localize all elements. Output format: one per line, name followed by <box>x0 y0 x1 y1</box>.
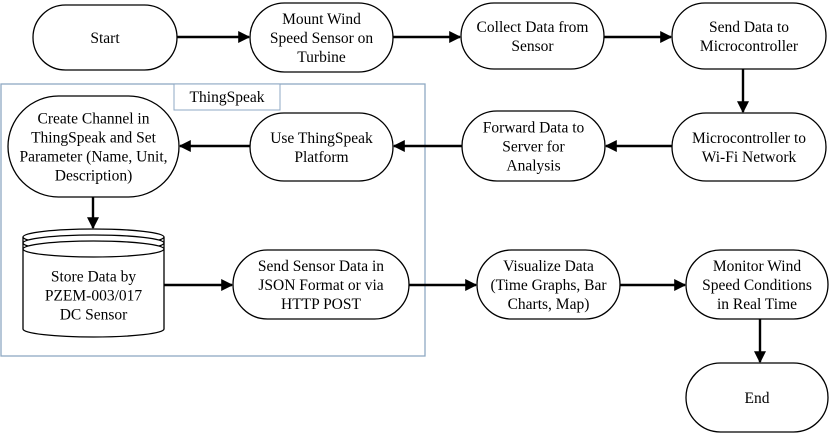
node-channel-label-line: Description) <box>55 168 132 185</box>
node-visualize-label-line: Visualize Data <box>503 258 594 275</box>
node-store-label-line: PZEM-003/017 <box>45 288 143 305</box>
node-collect-label-line: Sensor <box>511 38 554 55</box>
node-send-label-line: Send Data to <box>709 19 789 36</box>
node-mount-shape <box>249 2 394 73</box>
node-wifi-label-line: Microcontroller to <box>692 130 806 147</box>
thingspeak-group-label: ThingSpeak <box>190 89 265 106</box>
node-store: Store Data by PZEM-003/017 DC Sensor <box>22 228 165 338</box>
node-visualize-label-line: Charts, Map) <box>508 296 590 313</box>
node-store-label-line: Store Data by <box>51 269 136 286</box>
node-mount-label-line: Turbine <box>297 49 346 66</box>
node-collect-label-line: Collect Data from <box>477 19 589 36</box>
node-json-label-line: JSON Format or via <box>258 277 383 294</box>
node-end-label-line: End <box>745 390 770 407</box>
node-forward-label-line: Server for <box>502 139 565 156</box>
node-start-shape <box>32 4 178 71</box>
node-collect-shape <box>460 2 605 70</box>
node-store-label-line: DC Sensor <box>60 307 128 324</box>
node-store-cylinder-ring-3 <box>22 240 165 258</box>
node-monitor-label-line: Speed Conditions <box>702 277 812 294</box>
node-json: Send Sensor Data in JSON Format or viaHTT… <box>232 249 410 320</box>
node-json-label-line: Send Sensor Data in <box>258 258 384 275</box>
node-mount-label-line: Speed Sensor on <box>270 30 374 47</box>
edges-layer <box>87 31 766 364</box>
node-start: Start <box>32 4 178 71</box>
node-forward-label-line: Analysis <box>506 158 560 175</box>
node-json-shape <box>232 249 410 320</box>
node-forward-shape <box>461 110 606 182</box>
node-end: End <box>685 362 829 433</box>
node-json-label-line: HTTP POST <box>281 296 361 313</box>
node-wifi: Microcontroller to Wi-Fi Network <box>671 112 827 182</box>
node-send-label-line: Microcontroller <box>700 38 799 55</box>
node-monitor-shape <box>685 249 829 320</box>
node-send: Send Data to Microcontroller <box>671 2 827 70</box>
node-channel-label-line: ThingSpeak and Set <box>31 130 157 147</box>
node-wifi-shape <box>671 112 827 182</box>
node-start-label-line: Start <box>90 30 120 47</box>
node-channel-label-line: Parameter (Name, Unit, <box>19 149 167 166</box>
node-end-shape <box>685 362 829 433</box>
node-platform-label-line: Platform <box>294 149 348 166</box>
node-monitor-label-line: Monitor Wind <box>713 258 801 275</box>
node-channel-label-line: Create Channel in <box>38 111 150 128</box>
node-forward-label-line: Forward Data to <box>483 120 585 137</box>
node-wifi-label-line: Wi-Fi Network <box>702 149 797 166</box>
node-send-shape <box>671 2 827 70</box>
node-visualize-shape <box>476 249 621 320</box>
node-visualize-label-line: (Time Graphs, Bar <box>490 277 607 294</box>
node-store-cylinder-body <box>22 237 165 338</box>
node-platform-label-line: Use ThingSpeak <box>270 130 373 147</box>
node-channel-shape <box>7 95 180 198</box>
node-channel: Create Channel in ThingSpeak and SetParam… <box>7 95 180 198</box>
node-platform-shape <box>249 112 394 182</box>
thingspeak-group-label-box <box>173 83 281 111</box>
node-monitor-label-line: in Real Time <box>717 296 797 313</box>
node-mount-label-line: Mount Wind <box>282 11 361 28</box>
